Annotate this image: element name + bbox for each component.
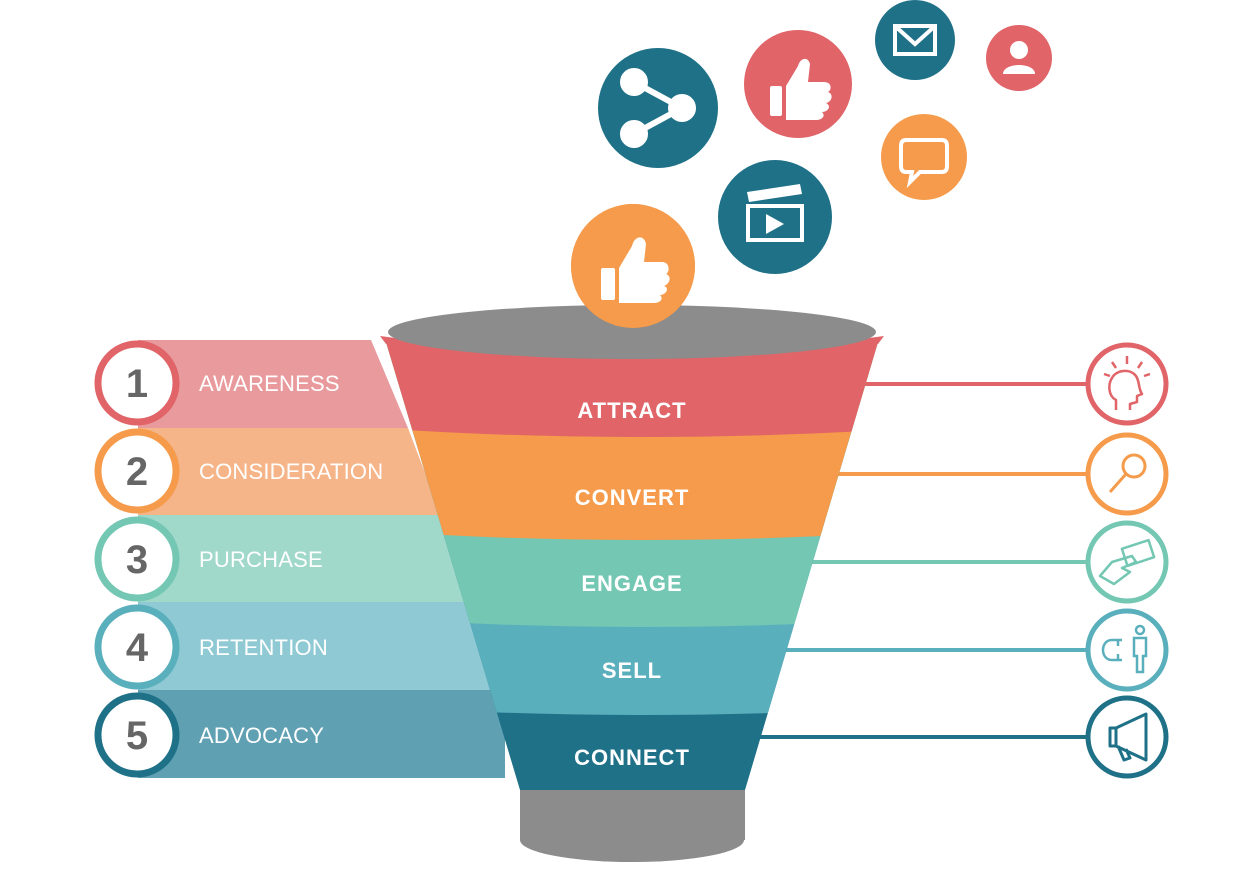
- stage-band-5: [138, 690, 505, 778]
- megaphone-icon: [1108, 712, 1148, 762]
- email-icon: [893, 24, 937, 56]
- sell-icon-circle: [1085, 608, 1169, 692]
- stage-band-2: [138, 428, 441, 515]
- stage-band-4: [138, 602, 505, 690]
- funnel-label-connect: CONNECT: [574, 745, 690, 770]
- share-bubble: [598, 48, 718, 168]
- like-bubble-red: [744, 30, 852, 138]
- stage-band-3: [138, 515, 473, 602]
- thumbs-up-icon: [770, 58, 832, 120]
- thumbs-up-icon: [601, 237, 670, 303]
- stage-label-advocacy: ADVOCACY: [199, 723, 324, 748]
- stage-number-1: 1: [126, 362, 148, 406]
- right-icon-circles: [1085, 342, 1169, 779]
- magnifier-icon: [1108, 453, 1147, 493]
- user-icon: [1003, 41, 1035, 74]
- head-idea-icon: [1103, 356, 1151, 410]
- stage-number-circles: [94, 340, 180, 778]
- chat-bubble: [881, 114, 967, 200]
- share-icon: [620, 68, 696, 148]
- user-bubble: [986, 25, 1052, 91]
- funnel-layer-attract: [386, 342, 878, 437]
- attract-icon-circle: [1085, 342, 1169, 426]
- funnel-label-sell: SELL: [602, 658, 662, 683]
- video-clapper-icon: [746, 184, 804, 242]
- stage-label-retention: RETENTION: [199, 635, 328, 660]
- stage-circle-1: [94, 340, 180, 426]
- stage-circle-3: [94, 516, 180, 602]
- connect-icon-circle: [1085, 695, 1169, 779]
- stage-number-3: 3: [126, 538, 148, 582]
- funnel-label-convert: CONVERT: [575, 485, 690, 510]
- stage-number-5: 5: [126, 714, 148, 758]
- stage-number-4: 4: [126, 626, 149, 670]
- video-bubble: [718, 160, 832, 274]
- stage-bands: [138, 340, 505, 778]
- stage-texts: 1 2 3 4 5 AWARENESS CONSIDERATION PURCHA…: [126, 362, 383, 758]
- like-bubble-orange-overlay: [571, 204, 695, 328]
- convert-icon-circle: [1085, 432, 1169, 516]
- funnel-label-attract: ATTRACT: [577, 398, 686, 423]
- stage-number-2: 2: [126, 450, 148, 494]
- stage-label-purchase: PURCHASE: [199, 547, 323, 572]
- funnel-opening: [388, 305, 876, 359]
- stage-circle-4: [94, 604, 180, 690]
- connector-lines: [752, 382, 1090, 739]
- magnet-person-icon: [1101, 624, 1148, 674]
- stage-label-awareness: AWARENESS: [199, 371, 340, 396]
- email-bubble: [875, 0, 955, 80]
- funnel-label-engage: ENGAGE: [581, 571, 682, 596]
- stage-circle-2: [94, 428, 180, 514]
- stage-circle-5: [94, 692, 180, 778]
- funnel-labels: ATTRACT CONVERT ENGAGE SELL CONNECT: [574, 398, 690, 770]
- stage-band-1: [138, 340, 408, 428]
- stage-label-consideration: CONSIDERATION: [199, 459, 383, 484]
- hand-card-icon: [1098, 538, 1156, 586]
- engage-icon-circle: [1085, 520, 1169, 604]
- chat-bubble-icon: [899, 138, 949, 189]
